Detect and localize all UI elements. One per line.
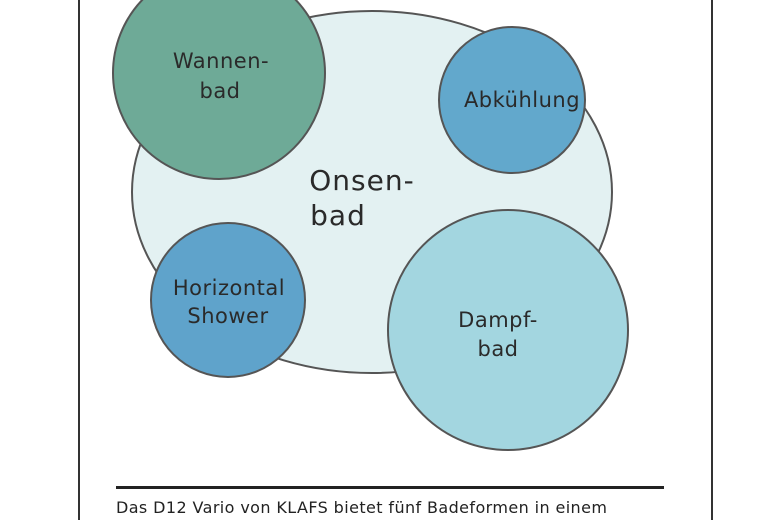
horizontal-shower-circle <box>150 222 306 378</box>
frame-right-border <box>711 0 713 520</box>
frame-left-border <box>78 0 80 520</box>
onsenbad-label-line1: Onsen- <box>309 164 414 197</box>
onsenbad-label-line2: bad <box>310 199 366 232</box>
horizontal-shower-label-line1: Horizontal <box>173 276 285 300</box>
caption-text: Das D12 Vario von KLAFS bietet fünf Bade… <box>116 498 608 517</box>
abkuehlung-label: Abkühlung <box>464 88 580 112</box>
dampfbad-label-line2: bad <box>477 337 518 361</box>
dampfbad-circle <box>387 209 629 451</box>
horizontal-shower-label-line2: Shower <box>187 304 268 328</box>
caption-divider <box>116 486 664 489</box>
wannenbad-circle <box>112 0 326 180</box>
bath-forms-diagram: Onsen- bad Wannen- bad Abkühlung Horizon… <box>112 0 629 451</box>
dampfbad-label-line1: Dampf- <box>458 308 538 332</box>
abkuehlung-circle <box>438 26 586 174</box>
wannenbad-label-line2: bad <box>199 79 240 103</box>
wannenbad-label-line1: Wannen- <box>173 49 269 73</box>
